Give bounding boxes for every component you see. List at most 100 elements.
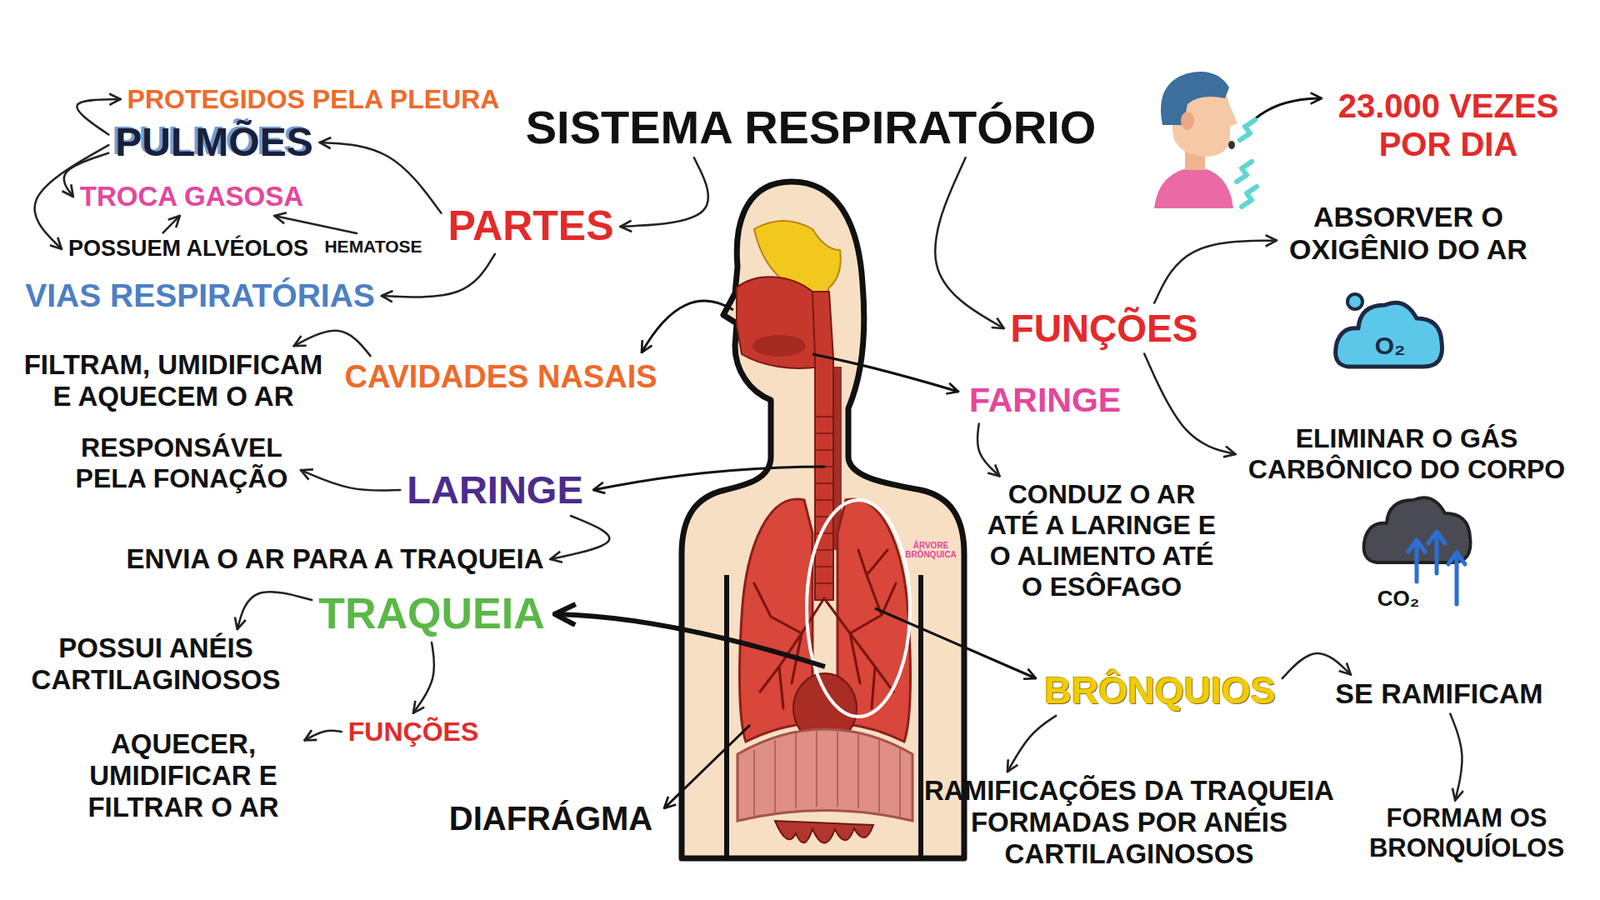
node-text: ELIMINAR O GÁS CARBÔNICO DO CORPO	[1242, 423, 1572, 485]
gas-symbol: O₂	[1375, 331, 1406, 360]
node-text: SISTEMA RESPIRATÓRIO	[525, 100, 1097, 155]
mind-map-node: ABSORVER O OXIGÊNIO DO AR	[1276, 197, 1540, 270]
person-hair	[1160, 71, 1230, 125]
node-text: CAVIDADES NASAIS	[344, 359, 657, 396]
person-icon	[1154, 71, 1257, 209]
leader-line	[641, 300, 734, 353]
node-text: FILTRAM, UMIDIFICAM E AQUECEM O AR	[19, 349, 328, 413]
mind-map-node: FUNÇÕES	[1004, 303, 1205, 355]
leader-line	[556, 614, 825, 667]
arrow-connector	[237, 591, 312, 630]
arrow-connector	[1450, 714, 1462, 801]
node-text: TRAQUEIA	[318, 589, 545, 640]
o2-bubble	[1347, 294, 1363, 310]
person-mouth	[1228, 140, 1235, 150]
mind-map-node: SE RAMIFICAM	[1328, 674, 1550, 714]
node-text: SE RAMIFICAM	[1335, 677, 1543, 710]
node-text: POSSUEM ALVÉOLOS	[68, 235, 309, 262]
o2-cloud-icon	[1335, 294, 1443, 367]
node-text: TROCA GASOSA	[80, 180, 304, 213]
node-text: ABSORVER O OXIGÊNIO DO AR	[1283, 200, 1534, 266]
arrow-connector	[550, 515, 610, 560]
mind-map-node: ENVIA O AR PARA A TRAQUEIA	[119, 540, 550, 579]
arrow-connector	[1144, 353, 1235, 455]
nasal-cavity	[736, 276, 821, 369]
tongue	[752, 335, 806, 357]
node-text: BRÔNQUIOS	[1044, 669, 1276, 713]
arrow-connector	[977, 424, 1000, 477]
person-shirt	[1154, 166, 1234, 209]
leader-line	[556, 98, 1322, 809]
node-text: 23.000 VEZES POR DIA	[1331, 86, 1565, 164]
mind-map-node: 23.000 VEZES POR DIA	[1325, 83, 1572, 167]
mind-map-node: HEMATOSE	[317, 233, 429, 260]
arrow-connector	[320, 142, 442, 214]
diaphragm	[737, 729, 913, 821]
arrow-connector	[274, 215, 357, 234]
o2-cloud	[1335, 302, 1443, 367]
node-text: FORMAM OS BRONQUÍOLOS	[1358, 803, 1575, 863]
bronchial-tree-highlight	[806, 500, 910, 717]
node-text: POSSUI ANÉIS CARTILAGINOSOS	[26, 632, 285, 696]
mind-map-node: CONDUZ O AR ATÉ A LARINGE E O ALIMENTO A…	[974, 475, 1230, 605]
node-text: CONDUZ O AR ATÉ A LARINGE E O ALIMENTO A…	[980, 479, 1223, 602]
node-text: FARINGE	[969, 380, 1121, 420]
mind-map-node: POSSUI ANÉIS CARTILAGINOSOS	[20, 629, 292, 700]
mind-map-node: AQUECER, UMIDIFICAR E FILTRAR O AR	[62, 725, 305, 827]
arrow-connector	[413, 642, 435, 714]
node-text: HEMATOSE	[324, 236, 422, 257]
mind-map-node: VIAS RESPIRATÓRIAS	[18, 274, 382, 319]
arrow-connector	[300, 470, 400, 490]
title-node: SISTEMA RESPIRATÓRIO	[519, 97, 1104, 158]
mind-map-node: PULMÕES	[108, 115, 320, 169]
mind-map-node: BRÔNQUIOS	[1037, 665, 1283, 716]
mind-map-node: TRAQUEIA	[311, 585, 552, 643]
leader-line	[1250, 98, 1322, 124]
arrow-connector	[620, 157, 709, 227]
mind-map-node: CAVIDADES NASAIS	[337, 355, 664, 400]
node-text: FUNÇÕES	[348, 716, 479, 748]
mind-map-node: PROTEGIDOS PELA PLEURA	[120, 80, 507, 119]
gas-symbol: CO₂	[1377, 586, 1420, 611]
mind-map-node: LARINGE	[400, 464, 590, 516]
node-text: PULMÕES	[115, 119, 313, 165]
arrow-connector	[381, 254, 495, 298]
mind-map-node: POSSUEM ALVÉOLOS	[61, 232, 315, 265]
leader-line	[593, 466, 825, 490]
arrow-connector	[1154, 240, 1277, 304]
abdomen-organs	[775, 820, 874, 844]
part-label: ÁRVORE BRÔNQUICA	[903, 540, 959, 560]
body-figure	[681, 181, 965, 859]
person-ear	[1180, 111, 1195, 130]
node-text: LARINGE	[406, 467, 584, 513]
mind-map-node: DIAFRÁGMA	[442, 795, 660, 841]
arrow-connector	[935, 157, 1004, 329]
node-text: DIAFRÁGMA	[449, 799, 653, 838]
breath-mark	[1236, 120, 1257, 207]
body-outline	[681, 181, 965, 859]
node-text: PROTEGIDOS PELA PLEURA	[127, 84, 500, 115]
arrow-connector	[163, 215, 180, 234]
arrow-connector	[1282, 653, 1351, 679]
node-text: PARTES	[447, 202, 614, 251]
node-text: AQUECER, UMIDIFICAR E FILTRAR O AR	[69, 728, 299, 824]
mind-map-node: FUNÇÕES	[341, 713, 485, 751]
node-text: ENVIA O AR PARA A TRAQUEIA	[125, 543, 544, 575]
node-text: RAMIFICAÇÕES DA TRAQUEIA FORMADAS POR AN…	[915, 775, 1345, 870]
mind-map-node: RESPONSÁVEL PELA FONAÇÃO	[62, 429, 301, 498]
trachea-rings	[815, 416, 833, 584]
diaphragm-fibres	[754, 730, 900, 817]
mind-map-node: FORMAM OS BRONQUÍOLOS	[1351, 800, 1582, 866]
leader-line	[875, 608, 1036, 679]
mind-map-node: FARINGE	[962, 377, 1128, 424]
node-text: RESPONSÁVEL PELA FONAÇÃO	[69, 432, 295, 495]
arrow-connector	[76, 99, 120, 135]
mind-map-node: TROCA GASOSA	[73, 177, 310, 216]
mind-map-node: PARTES	[440, 199, 620, 255]
pharynx-trachea	[812, 291, 834, 600]
node-text: FUNÇÕES	[1010, 306, 1199, 351]
leader-line	[664, 725, 750, 809]
node-text: VIAS RESPIRATÓRIAS	[25, 277, 375, 315]
